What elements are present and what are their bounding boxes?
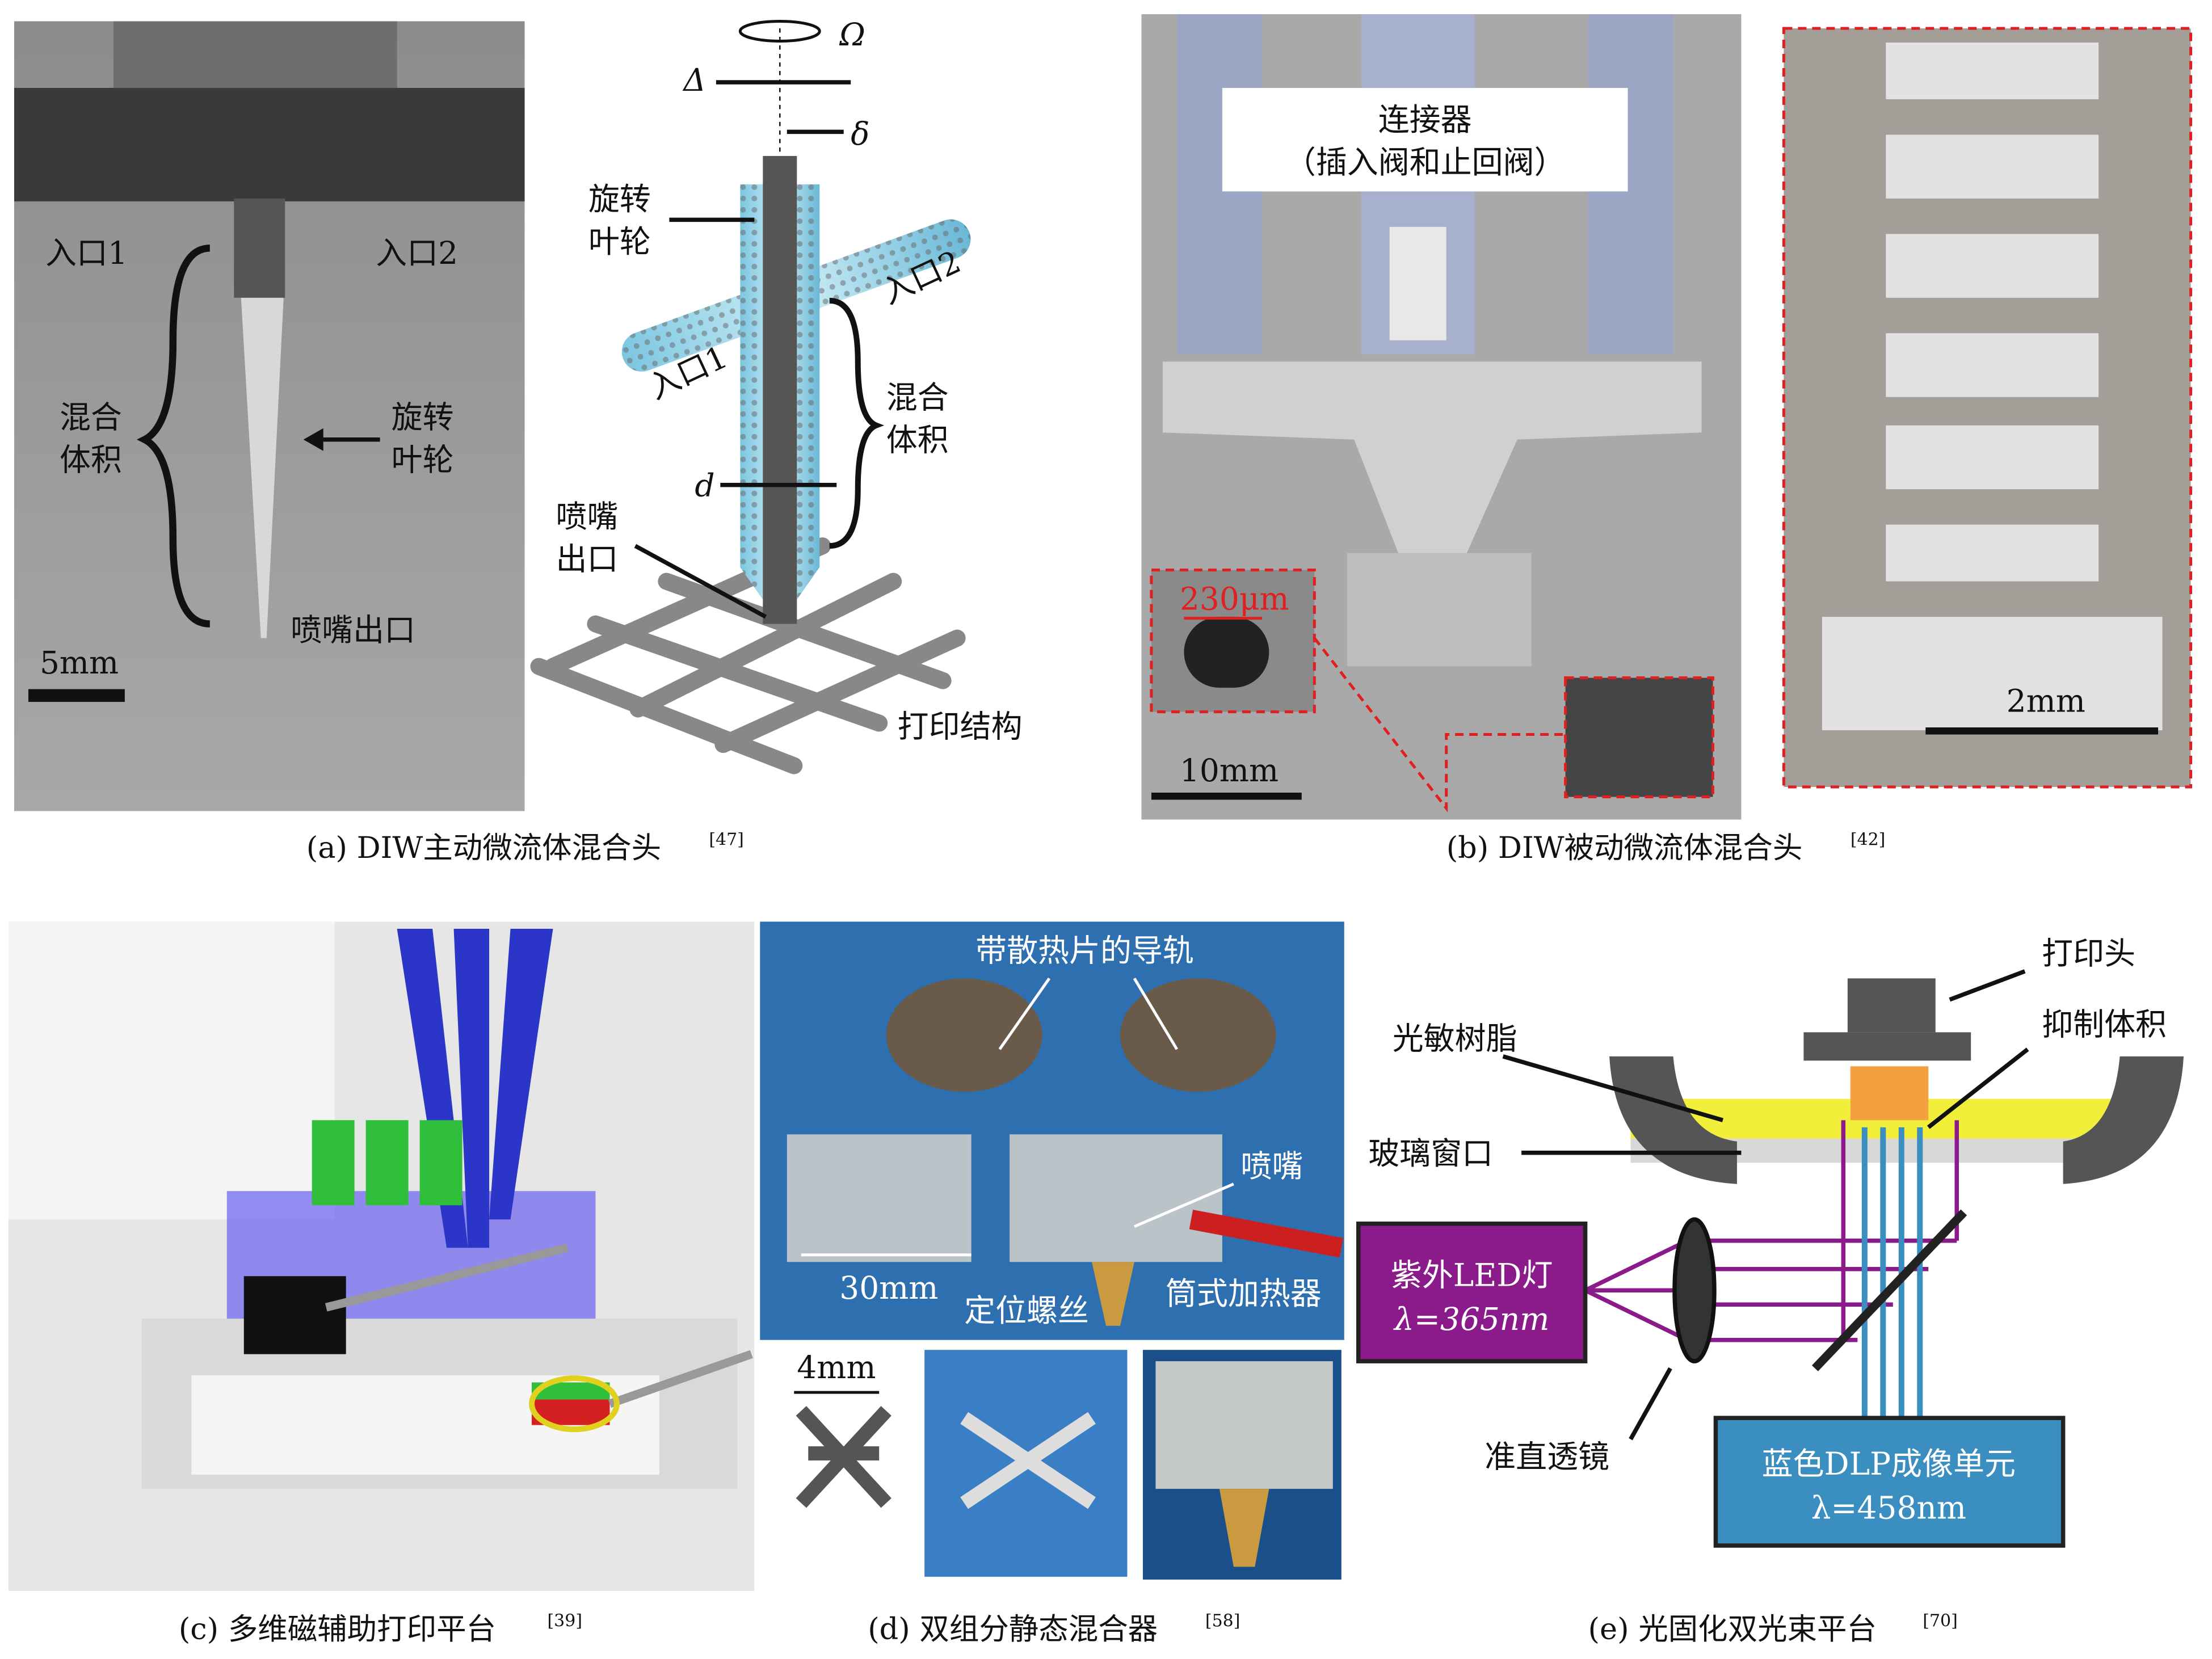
panel-d-screw-label: 定位螺丝: [964, 1292, 1089, 1329]
panel-e-glass-label: 玻璃窗口: [1368, 1135, 1493, 1172]
panel-a-photo-inlet2-label: 入口2: [376, 235, 458, 271]
panel-d-small-scale-label: 4mm: [797, 1349, 876, 1386]
panel-c-render: [8, 921, 755, 1591]
panel-a-photo-rot1-label: 旋转: [392, 399, 454, 436]
captions-d-ref-label: [58]: [1205, 1611, 1240, 1631]
captions-c-label: (c) 多维磁辅助打印平台: [179, 1612, 496, 1647]
panel-e-head-label: 打印头: [2042, 935, 2135, 971]
printed-lattice: [530, 537, 966, 774]
panel-a-diagram-structure-label: 打印结构: [898, 709, 1023, 745]
captions-c-ref-label: [39]: [548, 1611, 583, 1631]
dichroic-mirror: [1811, 1209, 1967, 1371]
panel-b-photo: 连接器 （插入阀和止回阀） 230μm 10mm: [1141, 14, 1742, 820]
scale-bar: [1151, 793, 1302, 800]
heat-sinks: [886, 978, 1276, 1092]
panel-d-small-photos: 4mm: [794, 1349, 1342, 1580]
panel-a-photo-mix2-label: 体积: [60, 442, 122, 478]
panel-b-inset-scale-label: 230μm: [1180, 581, 1289, 617]
caption-d: (d) 双组分静态混合器 [58]: [868, 1611, 1240, 1647]
collimating-lens: [1672, 1217, 1717, 1363]
panel-a-photo: 入口1 入口2 混合 体积 旋转 叶轮 喷嘴出口 5mm: [14, 21, 525, 811]
panel-e-inhibit-label: 抑制体积: [2042, 1006, 2167, 1042]
panel-e-resin-label: 光敏树脂: [1393, 1020, 1517, 1056]
captions-d-label: (d) 双组分静态混合器: [868, 1612, 1158, 1647]
panel-d-nozzle-label: 喷嘴: [1240, 1148, 1303, 1184]
panel-b-connector-sub-label: （插入阀和止回阀）: [1285, 144, 1566, 180]
captions-b-label: (b) DIW被动微流体混合头: [1446, 831, 1803, 865]
panel-e-lens-label: 准直透镜: [1485, 1439, 1609, 1475]
knurled-fittings: [14, 87, 525, 201]
panel-a-diagram-Delta-label: Δ: [682, 62, 706, 98]
panel-e-dlp2-label: λ=458nm: [1811, 1490, 1966, 1526]
panel-d-rail-label: 带散热片的导轨: [975, 932, 1194, 969]
panel-a-photo-rot2-label: 叶轮: [392, 442, 454, 478]
helical-structure: [1822, 42, 2163, 731]
panel-a-diagram-mix1-label: 混合: [886, 380, 949, 416]
panel-a-diagram-omega-label: Ω: [839, 16, 865, 53]
panel-a-photo-scale-label: 5mm: [40, 645, 119, 681]
panel-a-diagram-rot1-label: 旋转: [588, 181, 651, 217]
caption-c: (c) 多维磁辅助打印平台 [39]: [179, 1611, 582, 1647]
scale-bar: [1925, 727, 2159, 735]
cartridge-heater: [1189, 1210, 1344, 1258]
panel-b-right-scale-label: 2mm: [2007, 683, 2085, 719]
vat-wall-right: [2063, 1056, 2184, 1184]
panel-b-right-photo: 2mm: [1782, 27, 2193, 789]
captions-a-ref-label: [47]: [709, 830, 744, 849]
magnet-block: [243, 1276, 346, 1354]
captions-b-ref-label: [42]: [1851, 830, 1886, 849]
caption-a: (a) DIW主动微流体混合头 [47]: [306, 830, 744, 865]
inset-right: [1564, 676, 1714, 799]
dlp-unit-box: [1713, 1416, 2066, 1548]
uv-led-box: [1356, 1222, 1588, 1363]
panel-e-uv1-label: 紫外LED灯: [1391, 1257, 1553, 1294]
mixer-block-open: [787, 1134, 972, 1262]
scale-bar: [28, 689, 125, 702]
green-syringes: [312, 1120, 462, 1206]
panel-a-diagram-mix2-label: 体积: [886, 422, 949, 458]
panel-e-diagram: 紫外LED灯 λ=365nm 蓝色DLP成像单元 λ=458nm 打印头 光敏树…: [1356, 935, 2184, 1548]
panel-e-uv2-label: λ=365nm: [1393, 1301, 1549, 1337]
panel-b-scale-label: 10mm: [1180, 752, 1279, 789]
panel-d-heater-label: 筒式加热器: [1166, 1275, 1322, 1312]
brace: [136, 245, 211, 628]
panel-b-connector-label: 连接器: [1378, 102, 1472, 138]
panel-a-photo-outlet-label: 喷嘴出口: [291, 612, 415, 649]
label-box: [1222, 87, 1628, 192]
panel-a-photo-mix1-label: 混合: [60, 399, 122, 436]
rotation-icon: [738, 19, 821, 43]
impeller: [763, 155, 797, 624]
caption-e: (e) 光固化双光束平台 [70]: [1588, 1611, 1958, 1647]
panel-a-diagram-rot2-label: 叶轮: [588, 224, 651, 260]
captions-a-label: (a) DIW主动微流体混合头: [306, 831, 661, 865]
panel-a-diagram-nozzle2-label: 出口: [556, 541, 618, 578]
static-mixer-element: [796, 1406, 891, 1508]
mixer-body: [1162, 361, 1702, 567]
panel-a-diagram-d-label: d: [695, 468, 714, 504]
panel-a-photo-inlet1-label: 入口1: [45, 235, 128, 271]
captions-e-label: (e) 光固化双光束平台: [1588, 1612, 1877, 1647]
panel-a-diagram-nozzle1-label: 喷嘴: [556, 499, 618, 535]
panel-a-diagram: Ω Δ δ 旋转 叶轮 入口2 入口1 混合 体积 d 喷嘴 出口 打印结构: [530, 16, 1023, 774]
inhibition-volume: [1850, 1066, 1929, 1121]
panel-a-diagram-delta-label: δ: [851, 116, 869, 152]
panel-d-scale-label: 30mm: [839, 1270, 938, 1306]
mixer-block-assembled: [1010, 1134, 1222, 1262]
panel-d-photo: 带散热片的导轨 喷嘴 30mm 定位螺丝 筒式加热器: [760, 921, 1344, 1340]
print-head: [1847, 978, 1936, 1033]
panel-e-dlp1-label: 蓝色DLP成像单元: [1762, 1446, 2016, 1482]
captions-e-ref-label: [70]: [1923, 1611, 1958, 1631]
nozzle-cone: [241, 297, 284, 638]
rotation-arrow-icon: [529, 1375, 620, 1433]
caption-b: (b) DIW被动微流体混合头 [42]: [1446, 830, 1886, 865]
